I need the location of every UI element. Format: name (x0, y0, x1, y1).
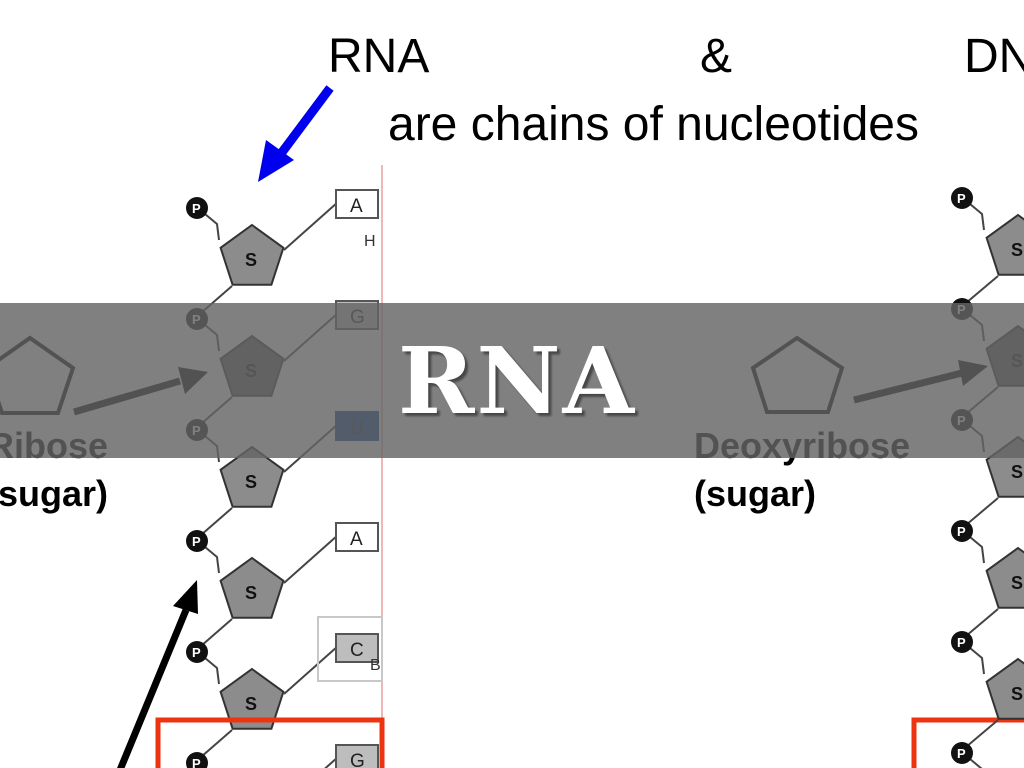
sugar-pentagon (219, 223, 285, 286)
blue-pointer-arrow-icon (258, 85, 334, 182)
phosphate-sugar-bond (204, 213, 220, 241)
sugar-pentagon (219, 445, 285, 508)
phosphate-symbol: P (957, 524, 966, 539)
base-letter: A (350, 196, 363, 217)
backbone-bond (965, 497, 999, 526)
sugar-symbol: S (245, 472, 257, 492)
phosphate-sugar-bond (969, 536, 985, 564)
fragment-letter-b: B (370, 657, 381, 674)
phosphate-sugar-bond (204, 546, 220, 574)
sugar-base-bond (283, 645, 339, 695)
phosphate-circle (186, 530, 208, 552)
sugar-pentagon (985, 213, 1024, 276)
phosphate-circle (951, 631, 973, 653)
fragment-letter-h: H (364, 233, 376, 250)
phosphate-circle (951, 520, 973, 542)
backbone-bond (200, 729, 233, 758)
phosphate-circle (186, 752, 208, 768)
phosphate-circle (951, 187, 973, 209)
phosphate-sugar-bond (204, 657, 220, 685)
heading-ampersand: & (700, 30, 732, 83)
phosphate-symbol: P (192, 645, 201, 660)
backbone-bond (965, 719, 999, 748)
base-box (335, 522, 379, 552)
heading-dna: DN (964, 30, 1024, 83)
dna-chain: SPSPSPSPSPSP (951, 187, 1024, 768)
sugar-pentagon (985, 546, 1024, 609)
phosphate-symbol: P (957, 746, 966, 761)
title-banner: RNA (0, 303, 1024, 458)
phosphate-symbol: P (192, 534, 201, 549)
sugar-symbol: S (1011, 573, 1023, 593)
right-highlight-box (911, 717, 1024, 768)
base-box (335, 744, 379, 768)
phosphate-circle (951, 742, 973, 764)
sugar-symbol: S (245, 694, 257, 714)
bond-arrow-icon (117, 580, 198, 768)
phosphate-circle (186, 641, 208, 663)
base-box (335, 633, 379, 663)
heading-subtitle: are chains of nucleotides (388, 98, 919, 151)
phosphate-symbol: P (192, 201, 201, 216)
base-box (335, 189, 379, 219)
backbone-bond (965, 275, 999, 304)
phosphate-symbol: P (192, 756, 201, 768)
base-letter: A (350, 529, 363, 550)
sugar-symbol: S (245, 250, 257, 270)
deoxyribose-sugar-label: (sugar) (694, 473, 816, 514)
base-letter: C (350, 640, 364, 661)
backbone-bond (200, 507, 233, 536)
left-highlight-box (155, 717, 385, 768)
base-letter: G (350, 751, 365, 768)
fragment-box (317, 616, 383, 682)
phosphate-symbol: P (957, 635, 966, 650)
sugar-symbol: S (1011, 684, 1023, 704)
sugar-base-bond (283, 534, 339, 584)
ribose-sugar-label: (sugar) (0, 473, 108, 514)
phosphate-circle (186, 197, 208, 219)
sugar-base-bond (283, 201, 339, 251)
backbone-bond (965, 608, 999, 637)
heading-rna: RNA (328, 30, 429, 83)
phosphate-sugar-bond (969, 758, 983, 768)
sugar-symbol: S (1011, 462, 1023, 482)
sugar-pentagon (219, 667, 285, 730)
phosphate-symbol: P (957, 191, 966, 206)
backbone-bond (200, 618, 233, 647)
sugar-pentagon (985, 657, 1024, 720)
phosphate-sugar-bond (969, 203, 985, 231)
sugar-pentagon (219, 556, 285, 619)
sugar-symbol: S (1011, 240, 1023, 260)
sugar-symbol: S (245, 583, 257, 603)
phosphate-sugar-bond (969, 647, 985, 675)
sugar-base-bond (324, 756, 339, 768)
title-banner-text: RNA (398, 326, 636, 435)
